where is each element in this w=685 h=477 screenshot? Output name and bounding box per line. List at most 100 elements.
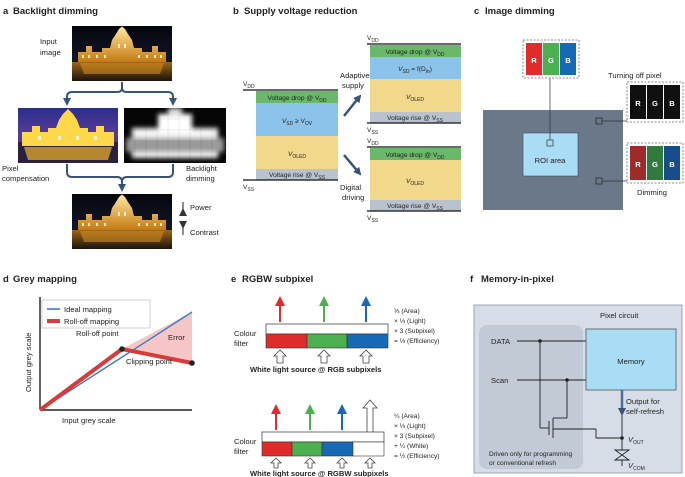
rgb-source-label: White light source @ RGB subpixels bbox=[250, 365, 381, 374]
svg-text:G: G bbox=[548, 56, 554, 65]
turning-off-label: Turning off pixel bbox=[608, 71, 662, 80]
top-drop-label: Voltage drop @ VDD bbox=[385, 49, 444, 58]
panel-c: c Image dimming R G B ROI area Turning o… bbox=[474, 6, 684, 210]
contrast-label: Contrast bbox=[190, 228, 220, 237]
left-oled-label: VOLED bbox=[288, 151, 306, 160]
ideal-mapping-line bbox=[39, 311, 193, 411]
rgb-calc-light: × ⅓ (Light) bbox=[394, 318, 426, 325]
adaptive-supply-arrow bbox=[343, 94, 362, 117]
bottom-oled-label: VOLED bbox=[406, 178, 424, 187]
driven-label-line2: or conventional refresh bbox=[489, 460, 556, 467]
output-label-line2: self-refresh bbox=[626, 407, 664, 416]
panel-f-letter: f bbox=[470, 274, 474, 285]
panel-d-letter: d bbox=[3, 274, 9, 285]
driven-label-line1: Driven only for programming bbox=[489, 451, 573, 458]
y-axis-label: Output grey scale bbox=[24, 332, 33, 392]
branch-arrow-left bbox=[63, 82, 123, 106]
panel-a: a Backlight dimming Input image bbox=[2, 6, 226, 249]
bottom-vss-label: VSS bbox=[367, 215, 379, 224]
bottom-drop-layer bbox=[370, 148, 461, 160]
memory-box bbox=[585, 328, 677, 391]
svg-text:B: B bbox=[669, 160, 675, 169]
rgbw-calc-efficiency: = ½ (Efficiency) bbox=[394, 452, 440, 460]
subpixel-g bbox=[543, 43, 559, 75]
pixel-compensation-image bbox=[18, 108, 118, 163]
clipping-point-label: Clipping point bbox=[126, 357, 173, 366]
panel-f-title: Memory-in-pixel bbox=[481, 274, 554, 285]
rgb-group-dashed bbox=[522, 39, 580, 79]
rgbw-filter-blue bbox=[321, 441, 354, 457]
driver-region bbox=[479, 325, 583, 469]
rgb-filter-green bbox=[306, 333, 348, 349]
panel-d-title: Grey mapping bbox=[13, 274, 77, 285]
rgb-calc-efficiency: = ⅓ (Efficiency) bbox=[394, 338, 440, 345]
panel-b-letter: b bbox=[233, 6, 239, 17]
svg-text:G: G bbox=[652, 160, 658, 169]
panel-e-letter: e bbox=[231, 274, 236, 285]
legend: Ideal mapping Roll-off mapping bbox=[41, 299, 151, 329]
top-voltage-stack: VDD Voltage drop @ VDD VSD = f(Din) VOLE… bbox=[367, 35, 461, 136]
panel-b: b Supply voltage reduction VDD Voltage d… bbox=[233, 6, 461, 224]
backlight-dimming-label-line2: dimming bbox=[186, 174, 215, 183]
digital-driving-label-line1: Digital bbox=[340, 183, 361, 192]
rgb-filter-red bbox=[265, 333, 308, 349]
panel-c-title: Image dimming bbox=[485, 6, 555, 17]
panel-f: f Memory-in-pixel Pixel circuit DATA Sca… bbox=[470, 274, 683, 474]
pixel-compensation-label-line1: Pixel bbox=[2, 164, 19, 173]
left-drop-label: Voltage drop @ VDD bbox=[267, 95, 326, 104]
input-image bbox=[72, 26, 172, 81]
vout-label: VOUT bbox=[628, 435, 644, 446]
bottom-rise-label: Voltage rise @ VSS bbox=[387, 203, 444, 212]
subpixel-b bbox=[560, 43, 576, 75]
top-vsd-layer bbox=[370, 57, 461, 79]
top-rise-label: Voltage rise @ VSS bbox=[387, 115, 444, 124]
lc-cell-icon bbox=[613, 449, 631, 461]
rgbw-filter-white bbox=[352, 441, 385, 457]
rgbw-calc-white: + ¼ (White) bbox=[394, 443, 428, 450]
bottom-vdd-label: VDD bbox=[367, 138, 379, 147]
dimming-label: Dimming bbox=[637, 188, 667, 197]
output-image bbox=[72, 194, 172, 249]
svg-text:B: B bbox=[669, 99, 675, 108]
error-label: Error bbox=[168, 333, 185, 342]
top-vdd-label: VDD bbox=[367, 35, 379, 44]
svg-text:R: R bbox=[531, 56, 537, 65]
panel-e: e RGBW subpixel Colour filter White ligh… bbox=[231, 274, 440, 477]
left-voltage-stack: VDD Voltage drop @ VDD VSD ≥ VOV VOLED V… bbox=[243, 81, 338, 193]
roi-area bbox=[522, 132, 579, 177]
rgbw-filter-label-line2: filter bbox=[234, 447, 249, 456]
panel-a-letter: a bbox=[3, 6, 9, 17]
off-group-dashed bbox=[626, 81, 684, 123]
rgb-top-bar bbox=[265, 323, 389, 335]
top-vsd-label: VSD = f(Din) bbox=[398, 66, 432, 75]
rgbw-source-label: White light source @ RGBW subpixels bbox=[250, 469, 389, 477]
backlight-dimming-image bbox=[124, 108, 226, 163]
bottom-drop-label: Voltage drop @ VDD bbox=[385, 152, 444, 161]
input-image-label-line2: image bbox=[40, 48, 61, 57]
rgbw-filter-label-line1: Colour bbox=[234, 437, 257, 446]
pixel-circuit-label: Pixel circuit bbox=[600, 311, 639, 320]
rgb-filter-section: Colour filter White light source @ RGB s… bbox=[234, 296, 440, 374]
top-vss-label: VSS bbox=[367, 127, 379, 136]
rgb-calc-area: ⅓ (Area) bbox=[394, 308, 420, 315]
off-subpixel-g bbox=[647, 85, 663, 119]
digital-driving-label-line2: driving bbox=[342, 193, 364, 202]
left-rise-label: Voltage rise @ VSS bbox=[269, 172, 326, 181]
rgbw-filter-red bbox=[261, 441, 293, 457]
white-light-arrow bbox=[362, 399, 378, 435]
digital-driving-arrow bbox=[343, 154, 362, 176]
roll-off-point-dot bbox=[119, 346, 125, 352]
svg-text:G: G bbox=[652, 99, 658, 108]
adaptive-supply-label-line1: Adaptive bbox=[340, 71, 370, 80]
output-label-line1: Output for bbox=[626, 397, 660, 406]
rgbw-filter-section: Colour filter White light source @ RGBW … bbox=[234, 399, 440, 477]
rgbw-filter-green bbox=[291, 441, 323, 457]
dim-subpixel-g bbox=[647, 146, 663, 180]
panel-b-title: Supply voltage reduction bbox=[244, 6, 358, 17]
rgbw-calc-subpixel: × 3 (Subpixel) bbox=[394, 433, 435, 440]
panel-c-letter: c bbox=[474, 6, 479, 17]
rgb-filter-label-line1: Colour bbox=[234, 329, 257, 338]
svg-text:B: B bbox=[565, 56, 571, 65]
error-region bbox=[122, 312, 192, 363]
left-vsd-layer bbox=[256, 103, 338, 136]
